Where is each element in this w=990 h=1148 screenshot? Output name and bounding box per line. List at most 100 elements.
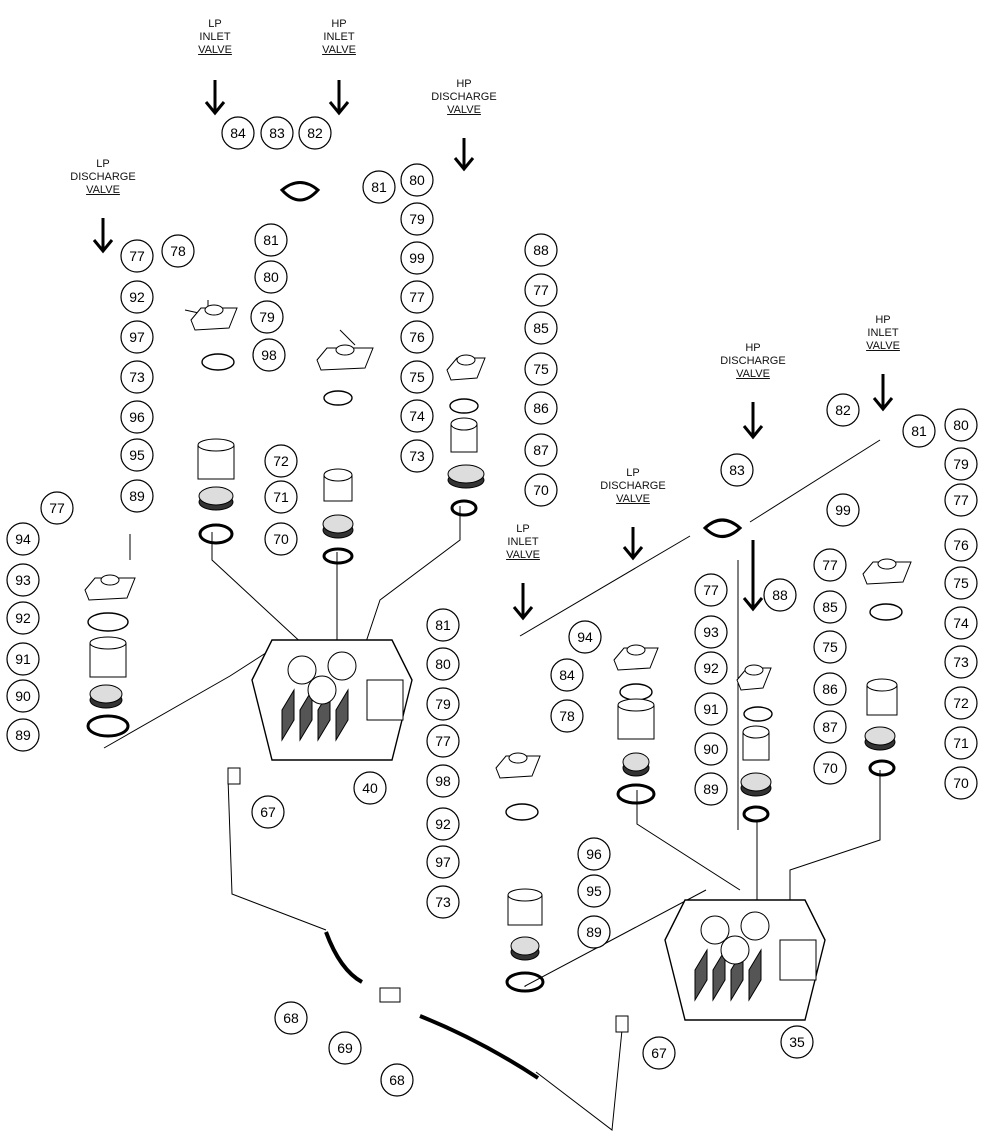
callout-circle xyxy=(813,672,847,706)
part-callout: 84 xyxy=(550,658,584,692)
sleeve-top xyxy=(450,417,478,431)
callout-circle xyxy=(120,438,154,472)
callout-circle xyxy=(826,393,860,427)
callout-circle xyxy=(400,202,434,236)
valve-cap xyxy=(495,755,541,779)
valve-cap xyxy=(316,347,374,371)
callout-circle xyxy=(264,522,298,556)
part-callout: 86 xyxy=(813,672,847,706)
cooling-fin xyxy=(712,948,726,1002)
flow-arrows xyxy=(92,80,894,621)
valve-label-line: DISCHARGE xyxy=(70,171,136,183)
callout-circle xyxy=(426,608,460,642)
o-ring xyxy=(505,971,545,993)
seat-top xyxy=(198,486,234,506)
valve-cap xyxy=(613,647,659,671)
callout-circle xyxy=(550,699,584,733)
callout-circle xyxy=(524,433,558,467)
part-number: 86 xyxy=(822,681,838,697)
part-callout: 40 xyxy=(353,771,387,805)
part-number: 79 xyxy=(435,696,451,712)
part-callout: 77 xyxy=(40,491,74,525)
part-number: 89 xyxy=(129,488,145,504)
callout-circle xyxy=(813,751,847,785)
callout-circle xyxy=(400,439,434,473)
part-callout: 77 xyxy=(813,548,847,582)
leader-line xyxy=(359,506,461,661)
flow-arrow-head xyxy=(742,597,764,612)
part-number: 91 xyxy=(703,701,719,717)
part-number: 71 xyxy=(953,735,969,751)
part-callout: 78 xyxy=(161,234,195,268)
part-callout: 91 xyxy=(6,642,40,676)
callout-circle xyxy=(120,239,154,273)
part-callout: 84 xyxy=(221,116,255,150)
part-number: 83 xyxy=(269,125,285,141)
callout-circle xyxy=(813,710,847,744)
callout-circle xyxy=(524,391,558,425)
part-callout: 70 xyxy=(944,766,978,800)
part-callout: 87 xyxy=(813,710,847,744)
callout-circle xyxy=(568,620,602,654)
part-callout: 92 xyxy=(426,807,460,841)
part-number: 88 xyxy=(533,242,549,258)
callout-circle xyxy=(763,578,797,612)
callout-circle xyxy=(944,566,978,600)
part-callout: 95 xyxy=(577,874,611,908)
o-ring xyxy=(201,353,235,371)
cap-boss xyxy=(204,304,224,316)
part-number: 67 xyxy=(651,1045,667,1061)
callout-circle xyxy=(944,645,978,679)
part-callout: 95 xyxy=(120,438,154,472)
callout-circle xyxy=(426,807,460,841)
part-callout: 67 xyxy=(642,1036,676,1070)
o-ring xyxy=(742,805,770,823)
seat-top xyxy=(622,752,650,772)
part-callout: 79 xyxy=(400,202,434,236)
valve-label-line: DISCHARGE xyxy=(600,480,666,492)
bore xyxy=(327,651,357,681)
valve-label-line: HP xyxy=(745,342,761,354)
part-number: 80 xyxy=(953,417,969,433)
callout-circle xyxy=(274,1001,308,1035)
callout-circle xyxy=(380,1063,414,1097)
part-number: 95 xyxy=(129,447,145,463)
part-number: 84 xyxy=(559,667,575,683)
part-callout: 89 xyxy=(120,479,154,513)
callout-circle xyxy=(694,573,728,607)
part-number: 71 xyxy=(273,489,289,505)
cap-boss xyxy=(877,558,897,570)
part-callout: 86 xyxy=(524,391,558,425)
o-ring xyxy=(743,706,773,722)
part-number: 40 xyxy=(362,780,378,796)
seat-top xyxy=(510,936,540,956)
part-number: 98 xyxy=(261,347,277,363)
callout-circle xyxy=(251,795,285,829)
part-callout: 90 xyxy=(6,679,40,713)
sleeve-top xyxy=(617,698,655,712)
callout-circle xyxy=(6,601,40,635)
part-number: 81 xyxy=(911,423,927,439)
part-number: 80 xyxy=(409,172,425,188)
part-callout: 88 xyxy=(763,578,797,612)
part-callout: 73 xyxy=(120,360,154,394)
part-number: 96 xyxy=(129,409,145,425)
part-number: 90 xyxy=(15,688,31,704)
part-number: 73 xyxy=(953,654,969,670)
part-callout: 79 xyxy=(426,687,460,721)
part-callout: 98 xyxy=(426,764,460,798)
bore xyxy=(740,911,770,941)
seat-top xyxy=(89,684,123,704)
o-ring xyxy=(86,714,130,738)
callout-circle xyxy=(524,233,558,267)
part-number: 85 xyxy=(822,599,838,615)
part-number: 79 xyxy=(409,211,425,227)
callout-circle xyxy=(524,473,558,507)
leader-line xyxy=(519,535,691,637)
part-number: 92 xyxy=(129,289,145,305)
